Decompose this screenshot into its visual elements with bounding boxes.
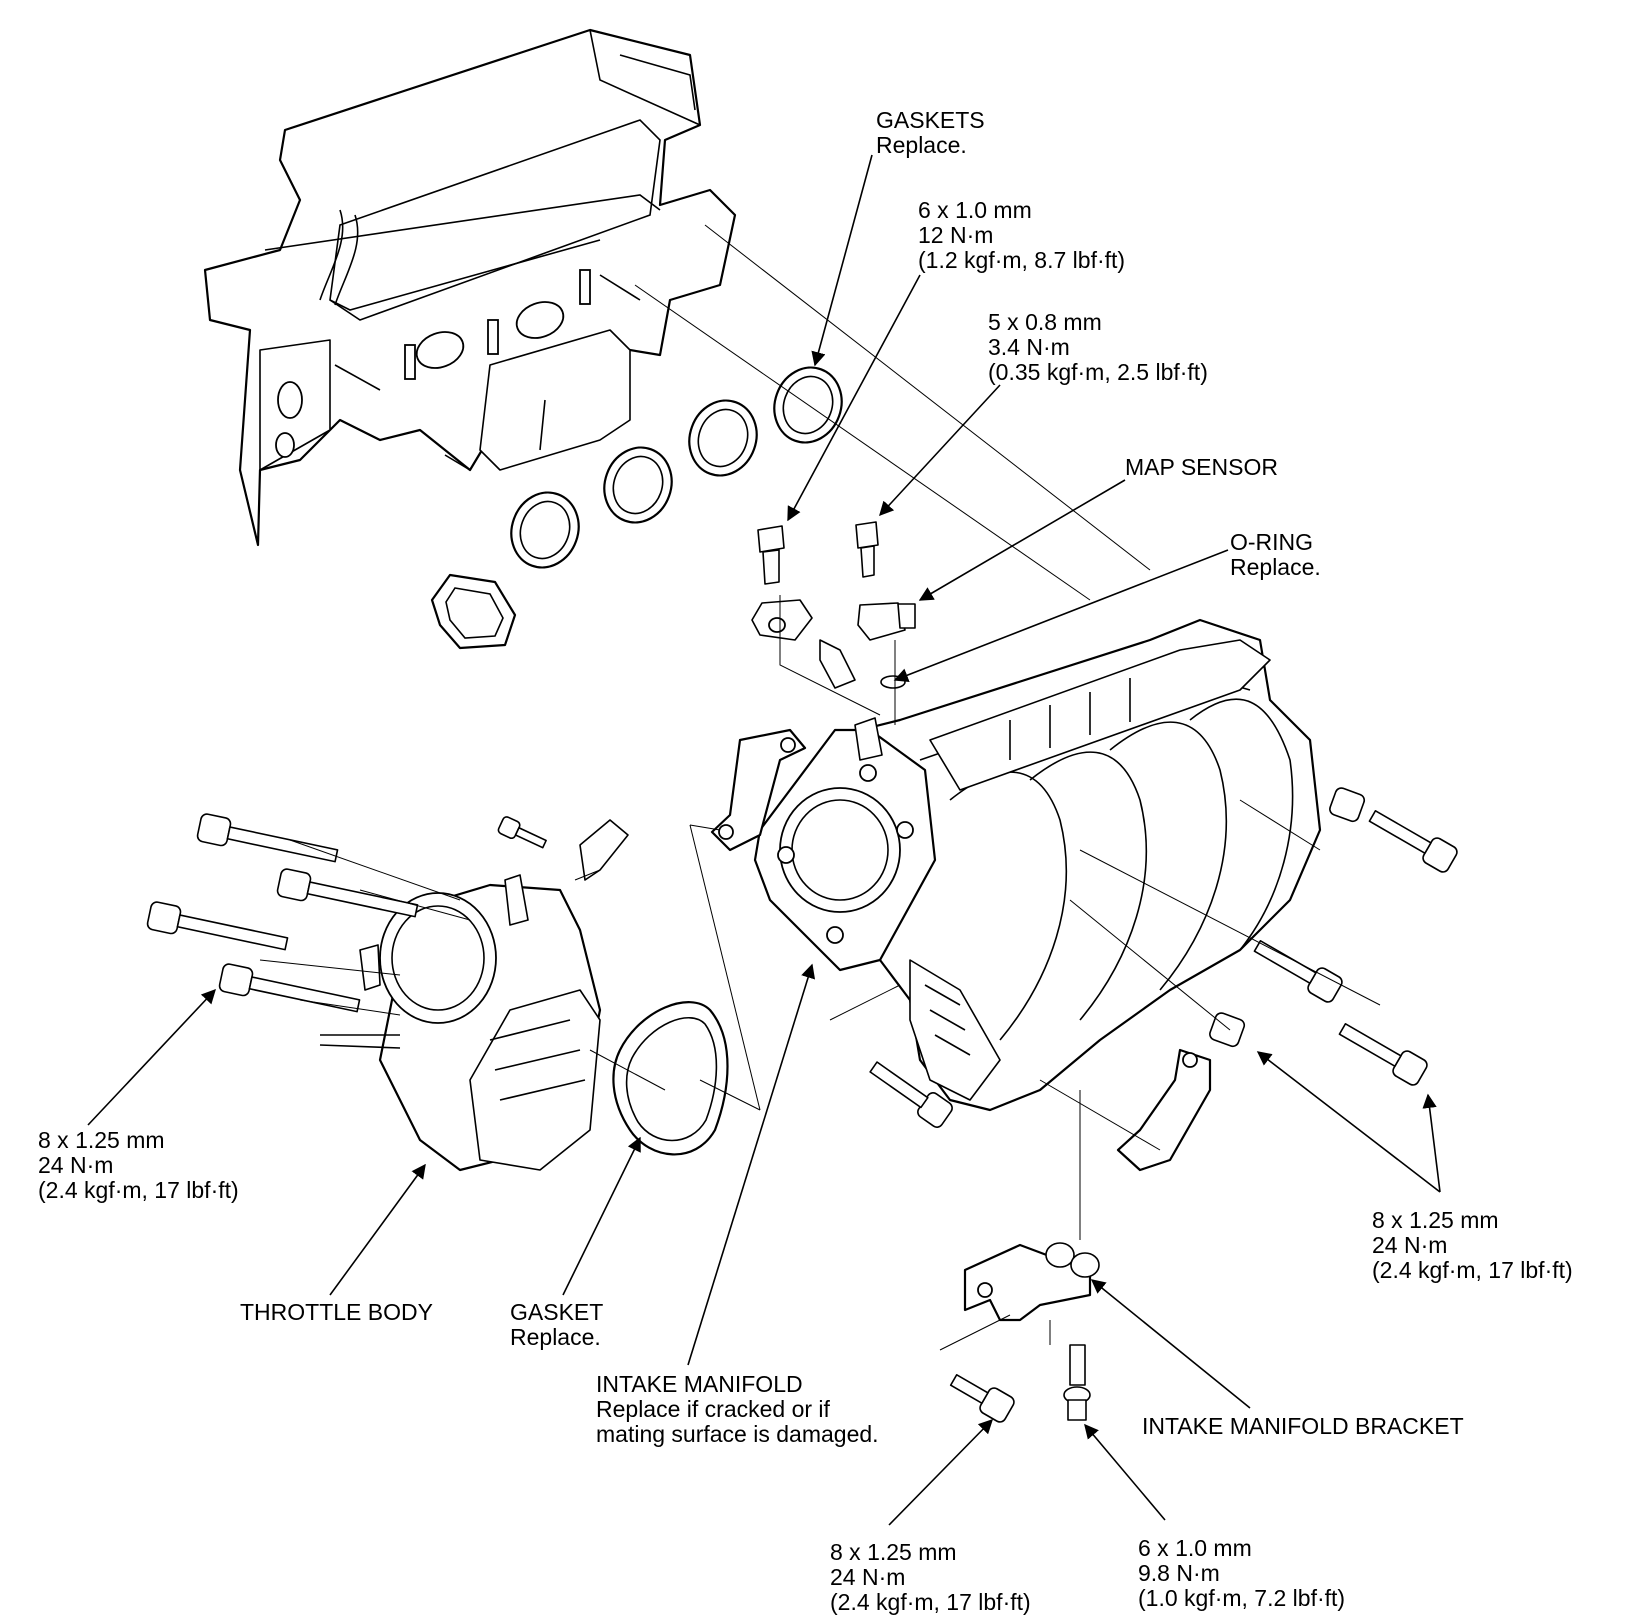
- bolt-8x125-left-spec: 8 x 1.25 mm 24 N·m (2.4 kgf·m, 17 lbf·ft…: [38, 1128, 239, 1203]
- intake-manifold-body: [753, 618, 1322, 1112]
- bolt-8x125-right-spec: 8 x 1.25 mm 24 N·m (2.4 kgf·m, 17 lbf·ft…: [1372, 1208, 1573, 1283]
- bolt-torque-alt: (1.2 kgf·m, 8.7 lbf·ft): [918, 247, 1126, 273]
- bolt-torque-alt: (0.35 kgf·m, 2.5 lbf·ft): [988, 359, 1208, 385]
- map-sensor-title: MAP SENSOR: [1125, 454, 1278, 480]
- bolt-torque-alt: (2.4 kgf·m, 17 lbf·ft): [1372, 1257, 1573, 1283]
- throttle-body: [319, 874, 602, 1172]
- bolt-torque-alt: (1.0 kgf·m, 7.2 lbf·ft): [1138, 1585, 1346, 1611]
- bolt-torque: 12 N·m: [918, 222, 994, 248]
- cylinder-head: [203, 28, 737, 547]
- gasket-callout: GASKET Replace.: [510, 1300, 603, 1350]
- gaskets-title: GASKETS: [876, 107, 985, 133]
- gasket-title: GASKET: [510, 1299, 604, 1325]
- bolt-torque-alt: (2.4 kgf·m, 17 lbf·ft): [830, 1589, 1031, 1615]
- gaskets-callout: GASKETS Replace.: [876, 108, 985, 158]
- bolt-6x10-top-spec: 6 x 1.0 mm 12 N·m (1.2 kgf·m, 8.7 lbf·ft…: [918, 198, 1125, 273]
- o-ring-title: O-RING: [1230, 529, 1314, 555]
- throttle-body-title: THROTTLE BODY: [240, 1299, 433, 1325]
- bolt-size: 6 x 1.0 mm: [1138, 1535, 1252, 1561]
- bolt-torque: 24 N·m: [1372, 1232, 1448, 1258]
- manifold-bolts: [869, 787, 1458, 1128]
- map-sensor-callout: MAP SENSOR: [1125, 455, 1278, 480]
- intake-manifold-title: INTAKE MANIFOLD: [596, 1371, 803, 1397]
- bolt-size: 8 x 1.25 mm: [1372, 1207, 1499, 1233]
- manifold-side-bracket: [710, 728, 807, 852]
- assembly-lines: [259, 224, 1381, 1351]
- bracket-title: INTAKE MANIFOLD BRACKET: [1142, 1413, 1464, 1439]
- manifold-rear-stay: [1116, 1048, 1212, 1172]
- bolt-torque: 24 N·m: [830, 1564, 906, 1590]
- bolt-torque: 3.4 N·m: [988, 334, 1070, 360]
- throttle-body-bolts: [146, 813, 629, 1013]
- leader-lines: [87, 154, 1441, 1526]
- bolt-size: 8 x 1.25 mm: [830, 1539, 957, 1565]
- bolt-5x08-spec: 5 x 0.8 mm 3.4 N·m (0.35 kgf·m, 2.5 lbf·…: [988, 310, 1208, 385]
- intake-manifold-bracket: [949, 1242, 1100, 1423]
- bolt-torque-alt: (2.4 kgf·m, 17 lbf·ft): [38, 1177, 239, 1203]
- throttle-body-gasket: [612, 1001, 729, 1156]
- throttle-body-callout: THROTTLE BODY: [240, 1300, 433, 1325]
- bolt-torque: 9.8 N·m: [1138, 1560, 1220, 1586]
- intake-manifold-note-2: mating surface is damaged.: [596, 1421, 879, 1447]
- bolt-6x10-bottom-spec: 6 x 1.0 mm 9.8 N·m (1.0 kgf·m, 7.2 lbf·f…: [1138, 1536, 1345, 1611]
- bolt-torque: 24 N·m: [38, 1152, 114, 1178]
- intake-manifold-callout: INTAKE MANIFOLD Replace if cracked or if…: [596, 1372, 879, 1447]
- o-ring-callout: O-RING Replace.: [1230, 530, 1321, 580]
- top-bolts: [751, 521, 916, 689]
- gasket-note: Replace.: [510, 1324, 601, 1350]
- intake-manifold-bracket-callout: INTAKE MANIFOLD BRACKET: [1142, 1414, 1464, 1439]
- bolt-size: 8 x 1.25 mm: [38, 1127, 165, 1153]
- intake-gaskets: [430, 366, 843, 650]
- bolt-size: 5 x 0.8 mm: [988, 309, 1102, 335]
- bolt-8x125-bottom-spec: 8 x 1.25 mm 24 N·m (2.4 kgf·m, 17 lbf·ft…: [830, 1540, 1031, 1615]
- o-ring-note: Replace.: [1230, 554, 1321, 580]
- gaskets-note: Replace.: [876, 132, 967, 158]
- intake-manifold-note-1: Replace if cracked or if: [596, 1396, 830, 1422]
- bolt-size: 6 x 1.0 mm: [918, 197, 1032, 223]
